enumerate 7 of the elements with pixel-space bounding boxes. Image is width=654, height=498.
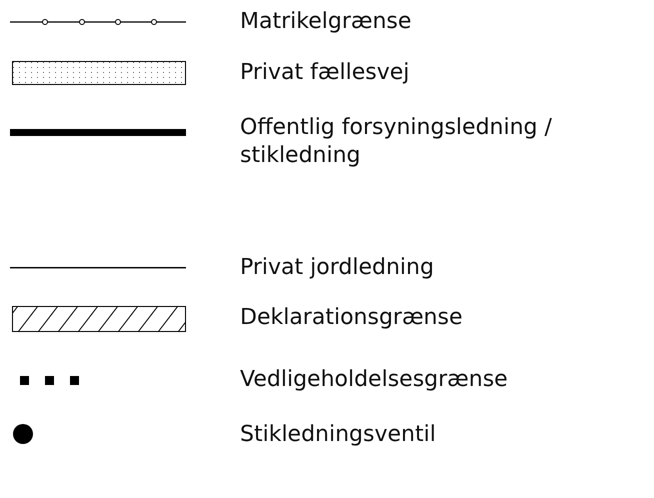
legend-text: Offentlig forsyningsledning / stikledning — [240, 114, 553, 170]
legend-text: Stikledningsventil — [240, 421, 437, 449]
legend-text: Deklarationsgrænse — [240, 304, 464, 332]
legend-text: Privat jordledning — [240, 254, 435, 282]
legend-text: Matrikelgrænse — [240, 8, 412, 36]
legend-text: Vedligeholdelsesgrænse — [240, 366, 509, 394]
legend-text: Privat fællesvej — [240, 59, 410, 87]
